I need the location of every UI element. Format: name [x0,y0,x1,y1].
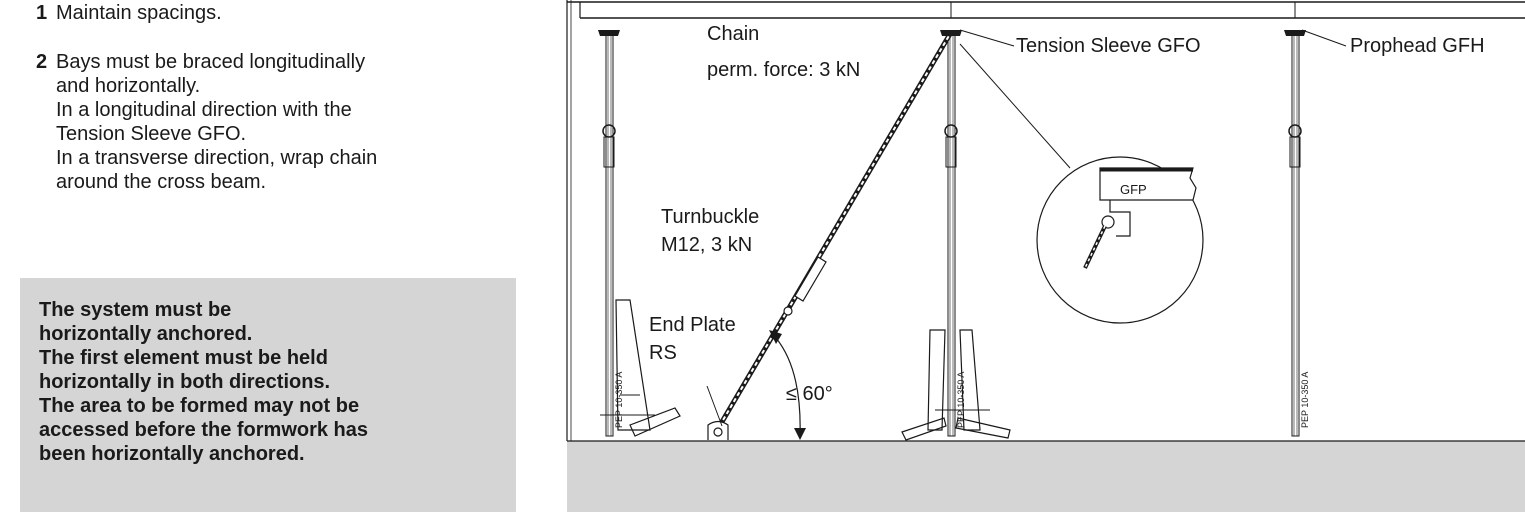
warning-line: The area to be formed may not be [39,395,360,417]
prop-marking-label: PEP 10-350 A [614,372,624,428]
warning-line: been horizontally anchored. [39,443,305,465]
formwork-bracing-diagram: PEP 10-350 A PEP 10-350 A PEP 10-350 A [540,0,1525,512]
step-text-line: around the cross beam. [56,171,267,193]
step-number: 1 [36,2,48,24]
prophead-leader [1301,29,1347,47]
step-text-line: and horizontally. [56,75,201,97]
warning-line: horizontally anchored. [39,323,253,345]
prop-middle: PEP 10-350 A [901,30,1011,441]
tension-sleeve-detail: GFP [1036,156,1204,324]
step-text-line: Tension Sleeve GFO. [56,123,247,145]
step-text-line: Bays must be braced longitudinally [56,51,366,73]
prop-marking-label: PEP 10-350 A [956,372,966,428]
warning-line: accessed before the formwork has [39,419,369,441]
warning-line: The first element must be held [39,347,328,369]
angle-label: ≤ 60° [786,383,833,405]
instruction-step-2: 2 Bays must be braced longitudinally and… [36,50,377,194]
end-plate-leader [706,385,723,427]
end-plate [707,420,729,440]
prop-marking-label: PEP 10-350 A [1300,372,1310,428]
instruction-step-1: 1 Maintain spacings. [36,1,222,25]
prop-right: PEP 10-350 A [1284,30,1310,437]
prop-left: PEP 10-350 A [598,30,681,437]
detail-leader [959,43,1071,169]
chain-label: Chain [707,23,759,45]
step-number: 2 [36,51,48,73]
instructions-column: 1 Maintain spacings. 2 Bays must be brac… [0,0,540,512]
diagram-svg: PEP 10-350 A PEP 10-350 A PEP 10-350 A [566,0,1525,512]
bracing-chain [713,32,953,434]
detail-beam-label: GFP [1120,182,1147,197]
warning-box: The system must be horizontally anchored… [20,278,516,512]
end-plate-sub-label: RS [649,342,677,364]
chain-force-label: perm. force: 3 kN [707,59,860,81]
turnbuckle-label: Turnbuckle [661,206,759,228]
floor-slab [567,441,1525,512]
turnbuckle-spec-label: M12, 3 kN [661,234,752,256]
warning-line: horizontally in both directions. [39,371,331,393]
prophead-label: Prophead GFH [1350,35,1485,57]
tension-sleeve-label: Tension Sleeve GFO [1016,35,1201,57]
step-text-line: In a longitudinal direction with the [56,99,352,121]
warning-line: The system must be [39,299,232,321]
end-plate-label: End Plate [649,314,736,336]
tension-sleeve-leader [959,29,1015,47]
angle-indicator [769,330,806,440]
step-text-line: Maintain spacings. [56,2,222,24]
step-text-line: In a transverse direction, wrap chain [56,147,378,169]
